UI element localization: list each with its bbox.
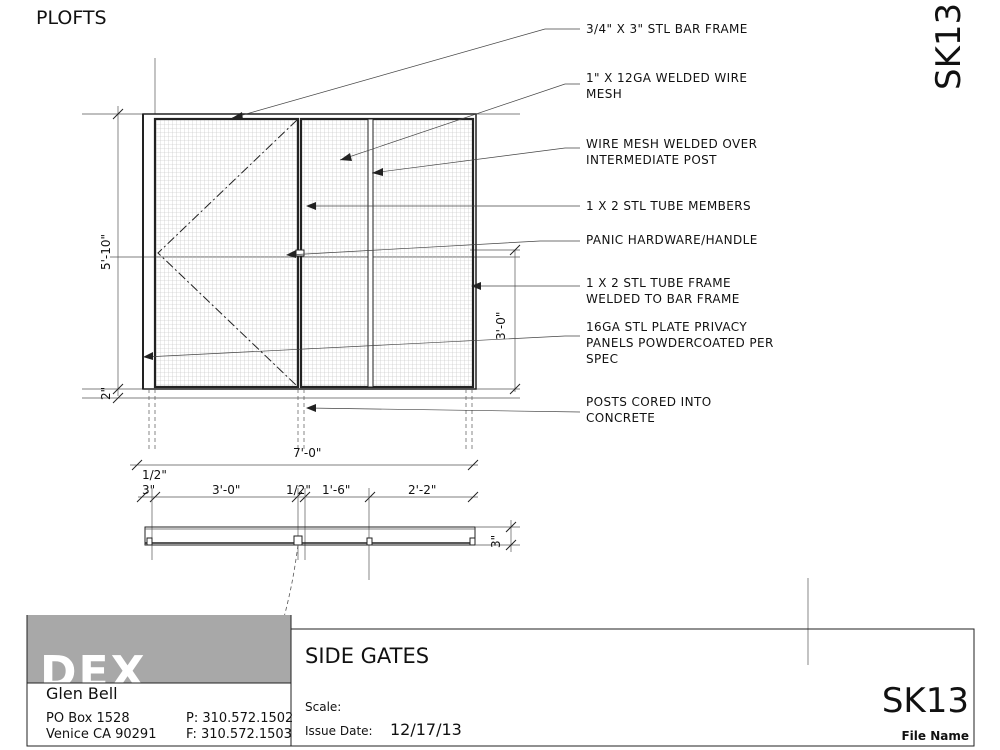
dim-plan-half-mid: 1/2" [286, 483, 311, 497]
dim-plan-two-two: 2'-2" [408, 483, 436, 497]
callout-tube-members: 1 X 2 STL TUBE MEMBERS [586, 199, 751, 213]
callouts: 3/4" X 3" STL BAR FRAME 1" X 12GA WELDED… [586, 22, 778, 425]
dim-width-overall: 7'-0" [293, 446, 321, 460]
logo-block [27, 615, 291, 683]
callout-tube-frame: 1 X 2 STL TUBE FRAME WELDED TO BAR FRAME [586, 276, 740, 306]
title-block: DEX Glen Bell PO Box 1528 Venice CA 9029… [26, 615, 975, 747]
firm-name: Glen Bell [46, 684, 118, 703]
sheet-number: SK13 [882, 681, 969, 721]
callout-welded-wire-mesh: 1" X 12GA WELDED WIRE MESH [586, 71, 752, 101]
intermediate-post [367, 118, 374, 388]
callout-posts-cored: POSTS CORED INTO CONCRETE [586, 395, 716, 425]
fax-number: F: 310.572.1503 [186, 727, 292, 742]
gate-elevation: 5'-10" 2" 3'-0" 7'-0" [82, 58, 521, 471]
scale-label: Scale: [305, 700, 341, 714]
callout-panic-hardware: PANIC HARDWARE/HANDLE [586, 233, 758, 247]
phone-number: P: 310.572.1502 [186, 711, 293, 726]
swing-arc [281, 544, 299, 626]
dim-plan-gate-leaf: 3'-0" [212, 483, 240, 497]
file-name-label: File Name [901, 729, 969, 743]
dim-height-base: 2" [99, 387, 113, 400]
issue-date: 12/17/13 [390, 720, 462, 739]
swing-indicator [157, 119, 298, 387]
title-panel [290, 628, 975, 747]
dim-plan-half-left: 1/2" [142, 468, 167, 482]
callout-leaders [143, 28, 581, 413]
dim-plan-three-left: 3" [142, 483, 155, 497]
dim-plan-depth: 3" [489, 535, 503, 548]
gate-plan: 1/2" 3" 3'-0" 1/2" 1'-6" 2'-2" 3" [136, 468, 520, 626]
dim-height-panel: 3'-0" [494, 312, 508, 340]
drawing-title: SIDE GATES [305, 644, 429, 668]
address-line-1: PO Box 1528 [46, 711, 130, 726]
dim-plan-one-six: 1'-6" [322, 483, 350, 497]
dim-height-overall: 5'-10" [99, 234, 113, 270]
address-line-2: Venice CA 90291 [46, 727, 156, 742]
callout-privacy-panels: 16GA STL PLATE PRIVACY PANELS POWDERCOAT… [586, 320, 778, 366]
callout-bar-frame: 3/4" X 3" STL BAR FRAME [586, 22, 748, 36]
plan-gate-section [144, 526, 476, 546]
issue-date-label: Issue Date: [305, 724, 373, 738]
callout-mesh-over-post: WIRE MESH WELDED OVER INTERMEDIATE POST [586, 137, 762, 167]
logo-text: DEX [40, 647, 147, 698]
sheet-id-vertical: SK13 [929, 3, 969, 90]
left-gate-leaf [153, 117, 300, 389]
project-label: PLOFTS [36, 7, 107, 29]
panic-handle [295, 249, 305, 257]
